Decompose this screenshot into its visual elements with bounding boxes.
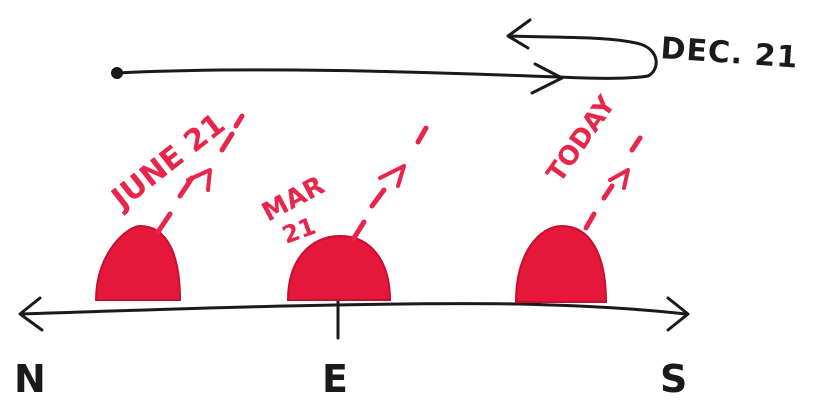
june-dash <box>236 116 242 126</box>
today-dash <box>586 214 594 228</box>
today-sun <box>516 226 606 302</box>
march-arrow-icon <box>380 166 404 186</box>
march-dash <box>372 190 384 206</box>
today-label: TODAY <box>541 90 622 188</box>
june-label: JUNE 21 <box>104 107 232 218</box>
march-dash <box>418 128 426 142</box>
solstice-return-loop <box>510 36 656 76</box>
june-arrow-icon <box>188 170 210 190</box>
december-label: DEC. 21 <box>659 31 799 76</box>
june-sun <box>96 226 180 300</box>
north-label: N <box>14 357 46 401</box>
timeline-arrowhead-icon <box>532 64 562 93</box>
march-dash <box>354 222 364 238</box>
sunrise-positions <box>96 226 606 302</box>
march-sun <box>288 236 390 300</box>
return-arrowhead-icon <box>508 20 530 48</box>
yearly-timeline <box>111 20 656 93</box>
today-dash <box>632 138 640 150</box>
today-dash <box>604 186 612 198</box>
horizon <box>20 298 688 338</box>
south-label: S <box>660 357 687 401</box>
timeline-line <box>117 70 648 79</box>
horizon-line <box>22 304 686 314</box>
east-label: E <box>322 357 348 401</box>
june-dash <box>158 214 170 232</box>
